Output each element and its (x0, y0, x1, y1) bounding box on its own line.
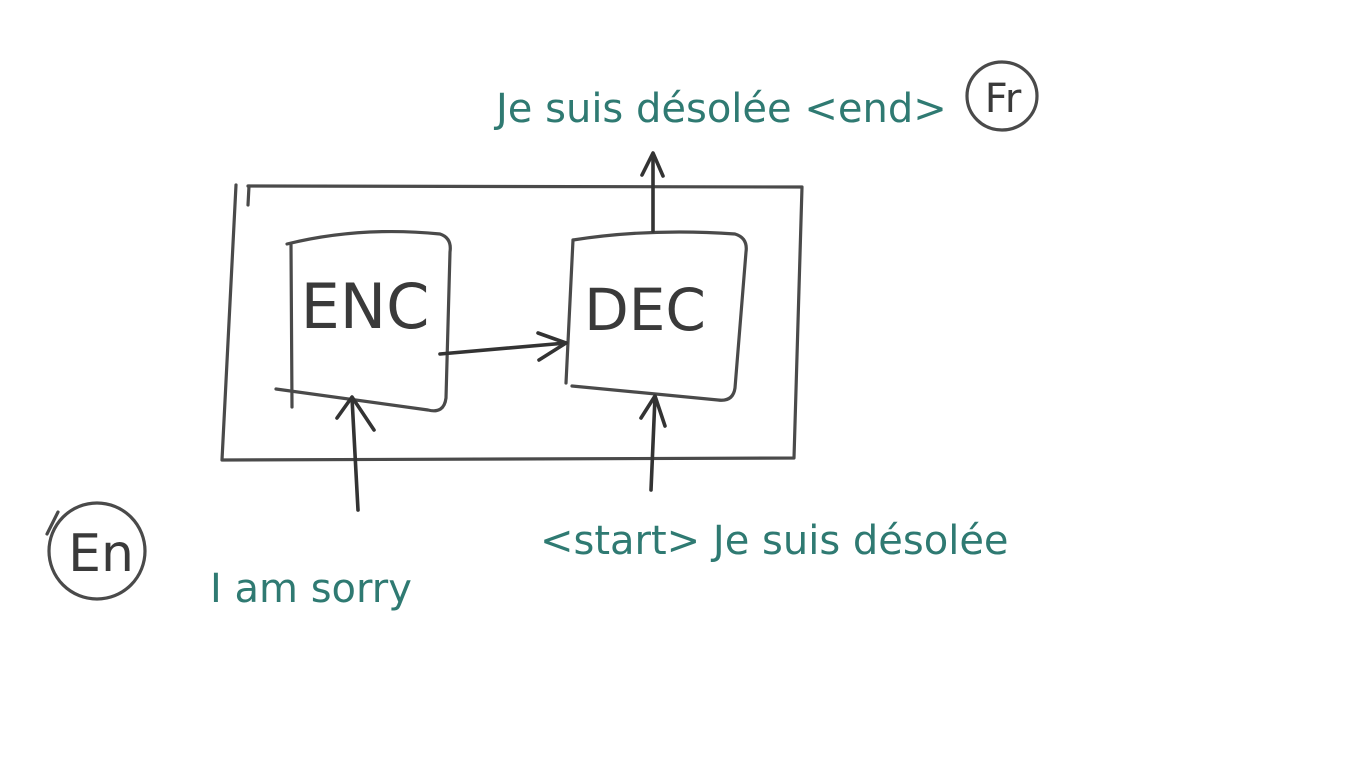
context-arrow (438, 331, 568, 362)
decoder-output-arrow (640, 151, 665, 233)
decoder-input-text: <start> Je suis désolée (540, 518, 1009, 564)
source-language-badge-label: En (68, 524, 134, 584)
target-language-badge-label: Fr (985, 76, 1022, 122)
encoder-box (274, 229, 452, 413)
encoder-label: ENC (301, 270, 430, 343)
decoder-input-arrow (639, 394, 667, 492)
source-language-badge: En (45, 501, 147, 601)
decoder-output-text: Je suis désolée <end> (493, 86, 947, 132)
source-sentence-text: I am sorry (210, 566, 412, 612)
decoder-label: DEC (584, 276, 706, 344)
target-language-badge: Fr (965, 60, 1039, 132)
decoder-block: DEC (564, 230, 748, 402)
encoder-block: ENC (274, 229, 452, 413)
encoder-input-arrow (335, 395, 376, 512)
encoder-box-left-edge (289, 243, 294, 409)
model-outer-box (220, 183, 804, 462)
decoder-box (570, 230, 748, 402)
decoder-box-left-edge (564, 238, 575, 385)
model-outer-box-left-tick (246, 184, 251, 207)
